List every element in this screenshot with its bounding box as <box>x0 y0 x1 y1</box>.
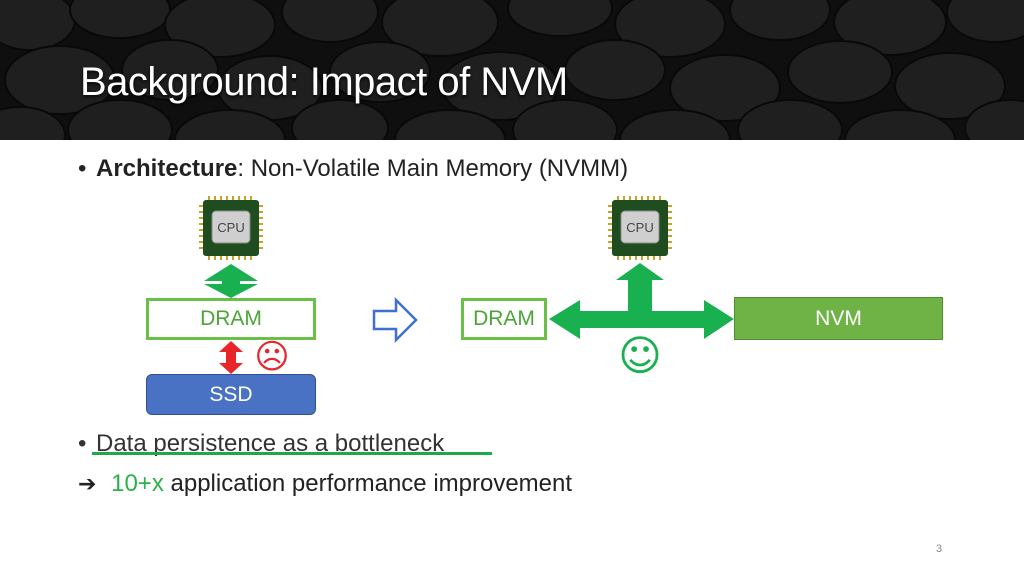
right-cpu-icon: CPU <box>607 195 673 261</box>
page-number: 3 <box>936 543 943 555</box>
nvm-box: NVM <box>734 297 943 340</box>
improvement-highlight: 10+x <box>111 470 164 497</box>
left-cpu-label: CPU <box>217 220 244 235</box>
happy-face-icon: ☺ <box>618 331 662 380</box>
bullet-dot: • <box>78 155 87 182</box>
left-cpu-icon: CPU <box>198 195 264 261</box>
dram-ssd-double-arrow <box>219 341 243 374</box>
pebble-background <box>0 0 1024 140</box>
memory-bus-arrow <box>549 263 734 339</box>
nvm-label: NVM <box>815 306 862 330</box>
right-dram-box: DRAM <box>461 298 547 340</box>
left-dram-label: DRAM <box>200 307 262 330</box>
strikethrough-line <box>92 452 492 455</box>
transition-arrow-icon <box>372 296 418 344</box>
right-arrow-icon: ➔ <box>78 472 97 497</box>
cpu-dram-double-arrow <box>204 264 258 298</box>
title-banner: Background: Impact of NVM <box>0 0 1024 140</box>
bullet-architecture: • Architecture: Non-Volatile Main Memory … <box>78 155 628 183</box>
bullet-dot: • <box>78 430 87 457</box>
sad-face-icon: ☹ <box>254 337 289 377</box>
right-dram-label: DRAM <box>473 307 535 330</box>
ssd-box: SSD <box>146 374 316 415</box>
slide-title: Background: Impact of NVM <box>80 60 568 104</box>
bullet-improvement: ➔ 10+x application performance improveme… <box>78 470 572 498</box>
right-cpu-label: CPU <box>626 220 653 235</box>
architecture-label: Architecture <box>96 155 238 182</box>
architecture-text: : Non-Volatile Main Memory (NVMM) <box>237 155 629 182</box>
improvement-text: application performance improvement <box>170 470 573 497</box>
ssd-label: SSD <box>209 382 253 406</box>
left-dram-box: DRAM <box>146 298 316 340</box>
